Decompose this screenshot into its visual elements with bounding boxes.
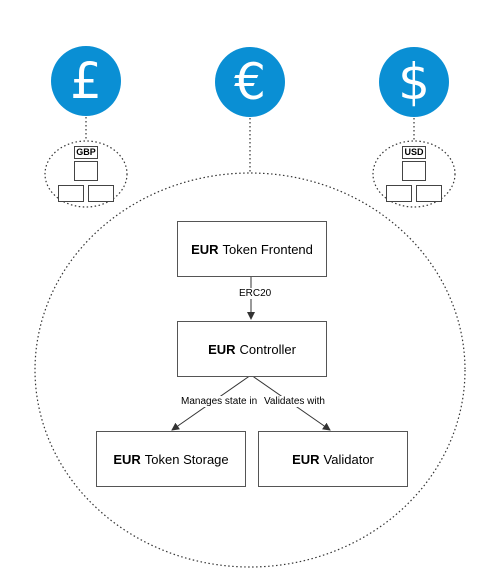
- validator-label: Validator: [323, 451, 374, 467]
- gbp-validator-box: [88, 185, 114, 202]
- eur-cluster-outline: [34, 172, 466, 568]
- dollar-coin-icon: $: [379, 47, 449, 117]
- controller-currency: EUR: [208, 341, 236, 357]
- manages-edge-label: Manages state in: [179, 396, 260, 407]
- frontend-currency: EUR: [191, 241, 219, 257]
- storage-label: Token Storage: [144, 451, 229, 467]
- usd-storage-box: [386, 185, 412, 202]
- eur-token-storage-node: EUR Token Storage: [96, 431, 246, 487]
- storage-currency: EUR: [113, 451, 141, 467]
- usd-mini-cluster: USD: [386, 146, 444, 204]
- usd-label: USD: [404, 147, 424, 157]
- controller-label: Controller: [239, 341, 296, 357]
- gbp-frontend-box: GBP: [74, 146, 98, 159]
- gbp-mini-cluster: GBP: [58, 146, 116, 204]
- eur-validator-node: EUR Validator: [258, 431, 408, 487]
- erc20-edge-label: ERC20: [237, 288, 274, 299]
- validates-edge-label: Validates with: [262, 396, 327, 407]
- usd-cluster-outline: [372, 140, 456, 208]
- usd-frontend-box: USD: [402, 146, 426, 159]
- validator-currency: EUR: [292, 451, 320, 467]
- usd-controller-box: [402, 161, 426, 181]
- gbp-label: GBP: [76, 147, 96, 157]
- pound-coin-icon: £: [51, 46, 121, 116]
- frontend-label: Token Frontend: [222, 241, 313, 257]
- gbp-controller-box: [74, 161, 98, 181]
- euro-coin-icon: €: [215, 47, 285, 117]
- eur-token-frontend-node: EUR Token Frontend: [177, 221, 327, 277]
- eur-controller-node: EUR Controller: [177, 321, 327, 377]
- gbp-storage-box: [58, 185, 84, 202]
- gbp-cluster-outline: [44, 140, 128, 208]
- usd-validator-box: [416, 185, 442, 202]
